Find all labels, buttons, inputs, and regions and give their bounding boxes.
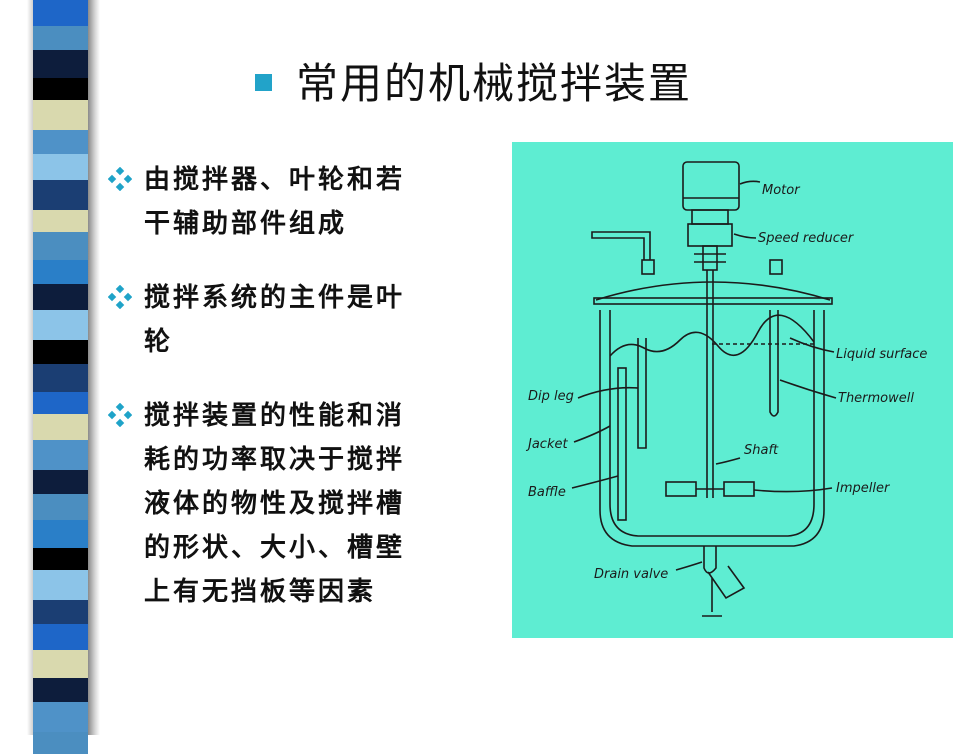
stripe-band [33,624,88,650]
vessel-outline [609,310,815,537]
bullet-text: 搅拌装置的性能和消 耗的功率取决于搅拌 液体的物性及搅拌槽 的形状、大小、槽壁 … [144,394,405,614]
stripe-shadow [88,0,100,735]
bullet-line: 耗的功率取决于搅拌 [144,445,406,475]
label-dip-leg: Dip leg [528,389,574,404]
decorative-stripe-bar [33,0,88,754]
square-bullet-icon [255,73,272,91]
tank-drawing: Motor Speed reducer Liquid surface Therm… [525,161,927,617]
stripe-band [33,232,88,260]
liquid-surface [609,314,815,357]
stripe-band [33,494,88,520]
thermowell [769,310,779,417]
label-baffle: Baffle [528,485,566,500]
stripe-band [33,130,88,154]
stripe-band [33,392,88,414]
stripe-band [33,180,88,210]
stripe-band [33,340,88,364]
bullet-line: 干辅助部件组成 [144,209,348,239]
label-impeller: Impeller [836,481,891,496]
stripe-band [33,678,88,702]
bullet-line: 轮 [144,327,174,357]
stripe-band [33,702,88,732]
bullet-line: 搅拌装置的性能和消 [144,401,406,431]
label-liquid-surface: Liquid surface [836,347,927,362]
diamond-bullet-icon [108,285,132,309]
agitator-tank-diagram: Motor Speed reducer Liquid surface Therm… [512,142,953,638]
bullet-list: 由搅拌器、叶轮和若 干辅助部件组成 搅拌系统的主件是叶 轮 搅拌装置的性能和消 … [108,158,498,644]
stripe-band [33,650,88,678]
bullet-line: 液体的物性及搅拌槽 [144,489,406,519]
stripe-band [33,0,88,26]
label-speed-reducer: Speed reducer [758,231,855,246]
slide-title: 常用的机械搅拌装置 [255,52,692,108]
dip-leg [637,338,647,449]
stripe-band [33,26,88,50]
stripe-band [33,78,88,100]
label-motor: Motor [762,183,801,198]
bullet-item: 搅拌装置的性能和消 耗的功率取决于搅拌 液体的物性及搅拌槽 的形状、大小、槽壁 … [108,394,498,614]
drain-valve [703,546,717,574]
motor-body [682,161,740,211]
jacket-outline [599,310,825,547]
stripe-band [33,414,88,440]
bullet-text: 由搅拌器、叶轮和若 干辅助部件组成 [144,158,405,246]
slide-title-text: 常用的机械搅拌装置 [296,58,693,108]
speed-reducer-body [687,223,733,247]
bullet-line: 的形状、大小、槽壁 [144,533,406,563]
stripe-band [33,440,88,470]
bullet-item: 搅拌系统的主件是叶 轮 [108,276,498,364]
stripe-band [33,548,88,570]
baffle [617,367,627,521]
stripe-band [33,600,88,624]
stripe-band [33,732,88,754]
stripe-band [33,470,88,494]
bullet-item: 由搅拌器、叶轮和若 干辅助部件组成 [108,158,498,246]
stripe-band [33,260,88,284]
stripe-band [33,284,88,310]
stripe-band [33,154,88,180]
label-shaft: Shaft [744,443,779,458]
bullet-text: 搅拌系统的主件是叶 轮 [144,276,405,364]
stripe-band [33,520,88,548]
label-drain-valve: Drain valve [594,567,668,582]
stripe-band [33,310,88,340]
stripe-band [33,364,88,392]
bullet-line: 上有无挡板等因素 [144,577,377,607]
stripe-band [33,570,88,600]
impeller [665,481,697,497]
label-jacket: Jacket [525,437,568,452]
diamond-bullet-icon [108,403,132,427]
bullet-line: 搅拌系统的主件是叶 [144,283,406,313]
stripe-band [33,100,88,130]
bullet-line: 由搅拌器、叶轮和若 [144,165,406,195]
stripe-band [33,210,88,232]
label-thermowell: Thermowell [838,391,914,406]
stripe-edge [27,0,33,735]
stripe-band [33,50,88,78]
diamond-bullet-icon [108,167,132,191]
